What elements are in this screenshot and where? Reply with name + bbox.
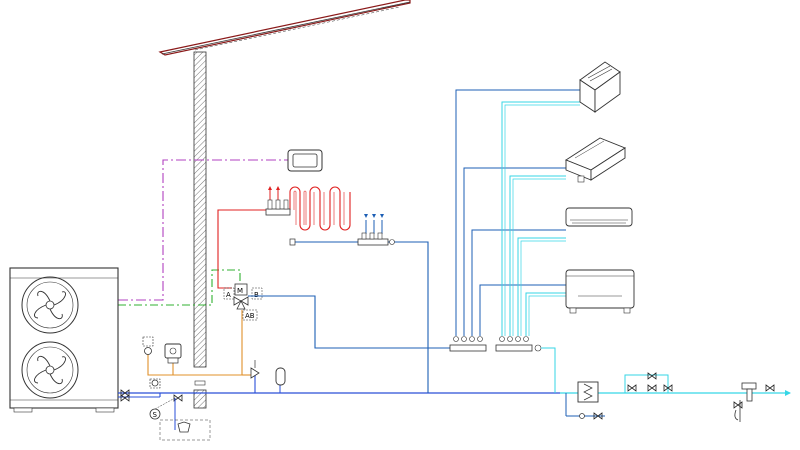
sensor-label: S [153,411,158,419]
fan-lower-icon [21,341,79,399]
check-valve-icon [250,360,260,379]
underfloor-air-vent-icon [289,238,296,246]
control-cable [118,159,288,301]
underfloor-supply-manifold [265,199,291,216]
ducted-unit-icon [565,137,626,183]
underfloor-return-manifold [357,232,395,246]
fan-coil-supply-pipe [248,295,450,349]
valve-port-a: A [226,291,231,299]
sensor-icon: S [149,397,176,420]
dhw-valves [579,372,775,420]
valve-port-ab: AB [245,312,255,320]
valve-port-b: B [254,291,259,299]
fan-coil-return-manifold [495,336,542,352]
heat-pump-outlet-pipe [118,389,560,402]
signal-cable [118,269,241,306]
return-risers [501,101,580,393]
outdoor-heat-pump-icon [9,267,119,413]
fan-coil-supply-manifold [449,336,487,352]
dhw-pipeline [560,374,791,417]
ceiling-cassette-icon [579,61,621,113]
strainer-icon [159,398,211,441]
wall-controller-icon [287,149,323,172]
safety-valve-icon [149,378,161,389]
house-wall [193,51,207,409]
valve-motor-label: M [237,287,243,295]
dhw-tap-icon [733,382,757,422]
underfloor-coil [289,186,351,231]
fan-upper-icon [21,276,79,334]
underfloor-return-pipe [292,214,429,393]
floor-console-icon [565,269,635,314]
dirt-separator-icon [164,343,182,364]
expansion-vessel-icon [275,367,286,393]
heat-exchanger-icon [577,381,599,403]
supply-risers [455,89,580,336]
wall-split-icon [565,207,633,227]
three-way-valve: A B M AB [223,283,263,321]
roof [158,0,411,56]
cyan-parallel-lines [504,104,580,336]
pressure-gauge-icon [142,336,154,355]
